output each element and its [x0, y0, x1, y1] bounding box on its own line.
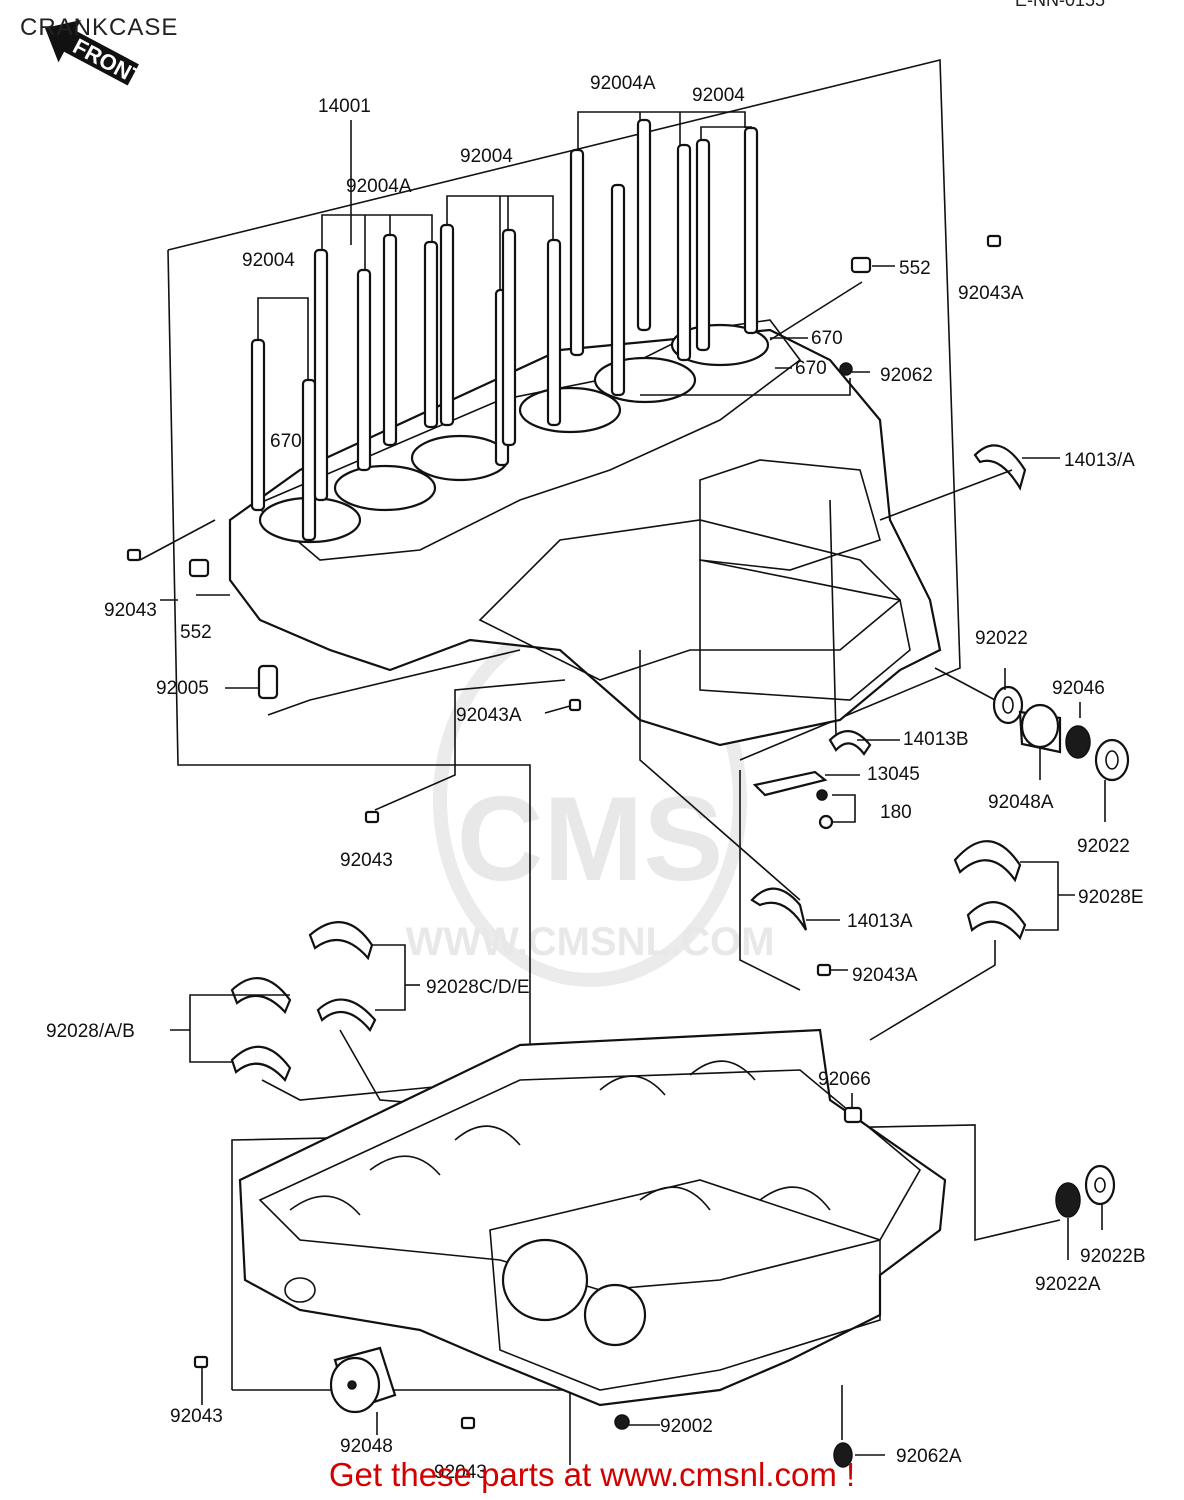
page-title: CRANKCASE	[20, 14, 179, 41]
label-14013A: 14013A	[847, 911, 913, 932]
label-92043-foot: 92043	[434, 1462, 487, 1483]
label-92043A-low: 92043A	[852, 965, 918, 986]
label-92002: 92002	[660, 1416, 713, 1437]
label-92022-bottom: 92022	[1077, 836, 1130, 857]
callout-labels: 14001 92004A 92004 92004 92004A 92004 55…	[46, 73, 1146, 1483]
label-92022A: 92022A	[1035, 1274, 1101, 1295]
label-670-b: 670	[795, 358, 827, 379]
label-92048A: 92048A	[988, 792, 1054, 813]
label-92046: 92046	[1052, 678, 1105, 699]
label-92048: 92048	[340, 1436, 393, 1457]
label-92004A-mid: 92004A	[346, 176, 412, 197]
lower-crankcase	[193, 1028, 1116, 1468]
bearing-shells	[170, 840, 1075, 1121]
label-92043A-top: 92043A	[958, 283, 1024, 304]
label-670-left: 670	[270, 431, 302, 452]
label-92062: 92062	[880, 365, 933, 386]
label-92043-bottom: 92043	[170, 1406, 223, 1427]
label-92022-top: 92022	[975, 628, 1028, 649]
label-92005: 92005	[156, 678, 209, 699]
label-13045: 13045	[867, 764, 920, 785]
label-670-a: 670	[811, 328, 843, 349]
footer-link[interactable]: Get these parts at www.cmsnl.com !	[328, 1456, 856, 1493]
label-92028C-D-E: 92028C/D/E	[426, 977, 530, 998]
label-180: 180	[880, 802, 912, 823]
label-14001: 14001	[318, 96, 371, 117]
front-arrow-label: FRONT	[69, 33, 148, 91]
label-552-top: 552	[899, 258, 931, 279]
label-14013B: 14013B	[903, 729, 969, 750]
label-14013-A-slash: 14013/A	[1064, 450, 1135, 471]
label-92004-top: 92004	[692, 85, 745, 106]
label-92062A: 92062A	[896, 1446, 962, 1467]
watermark: CMS WWW.CMSNL.COM	[406, 613, 775, 987]
diagram-code: E-NN-0155	[1015, 0, 1106, 10]
label-92066: 92066	[818, 1069, 871, 1090]
watermark-logo: CMS	[457, 772, 724, 906]
watermark-url: WWW.CMSNL.COM	[406, 920, 775, 964]
cylinder-studs	[250, 118, 759, 542]
label-92028E: 92028E	[1078, 887, 1144, 908]
label-92004A-top: 92004A	[590, 73, 656, 94]
label-92043A-mid: 92043A	[456, 705, 522, 726]
label-92043-mid: 92043	[340, 850, 393, 871]
label-92043-left: 92043	[104, 600, 157, 621]
label-92028-A-B: 92028/A/B	[46, 1021, 135, 1042]
label-92004-mid: 92004	[460, 146, 513, 167]
upper-crankcase	[126, 58, 1130, 1300]
label-92004-left: 92004	[242, 250, 295, 271]
label-92022B: 92022B	[1080, 1246, 1146, 1267]
label-552-left: 552	[180, 622, 212, 643]
